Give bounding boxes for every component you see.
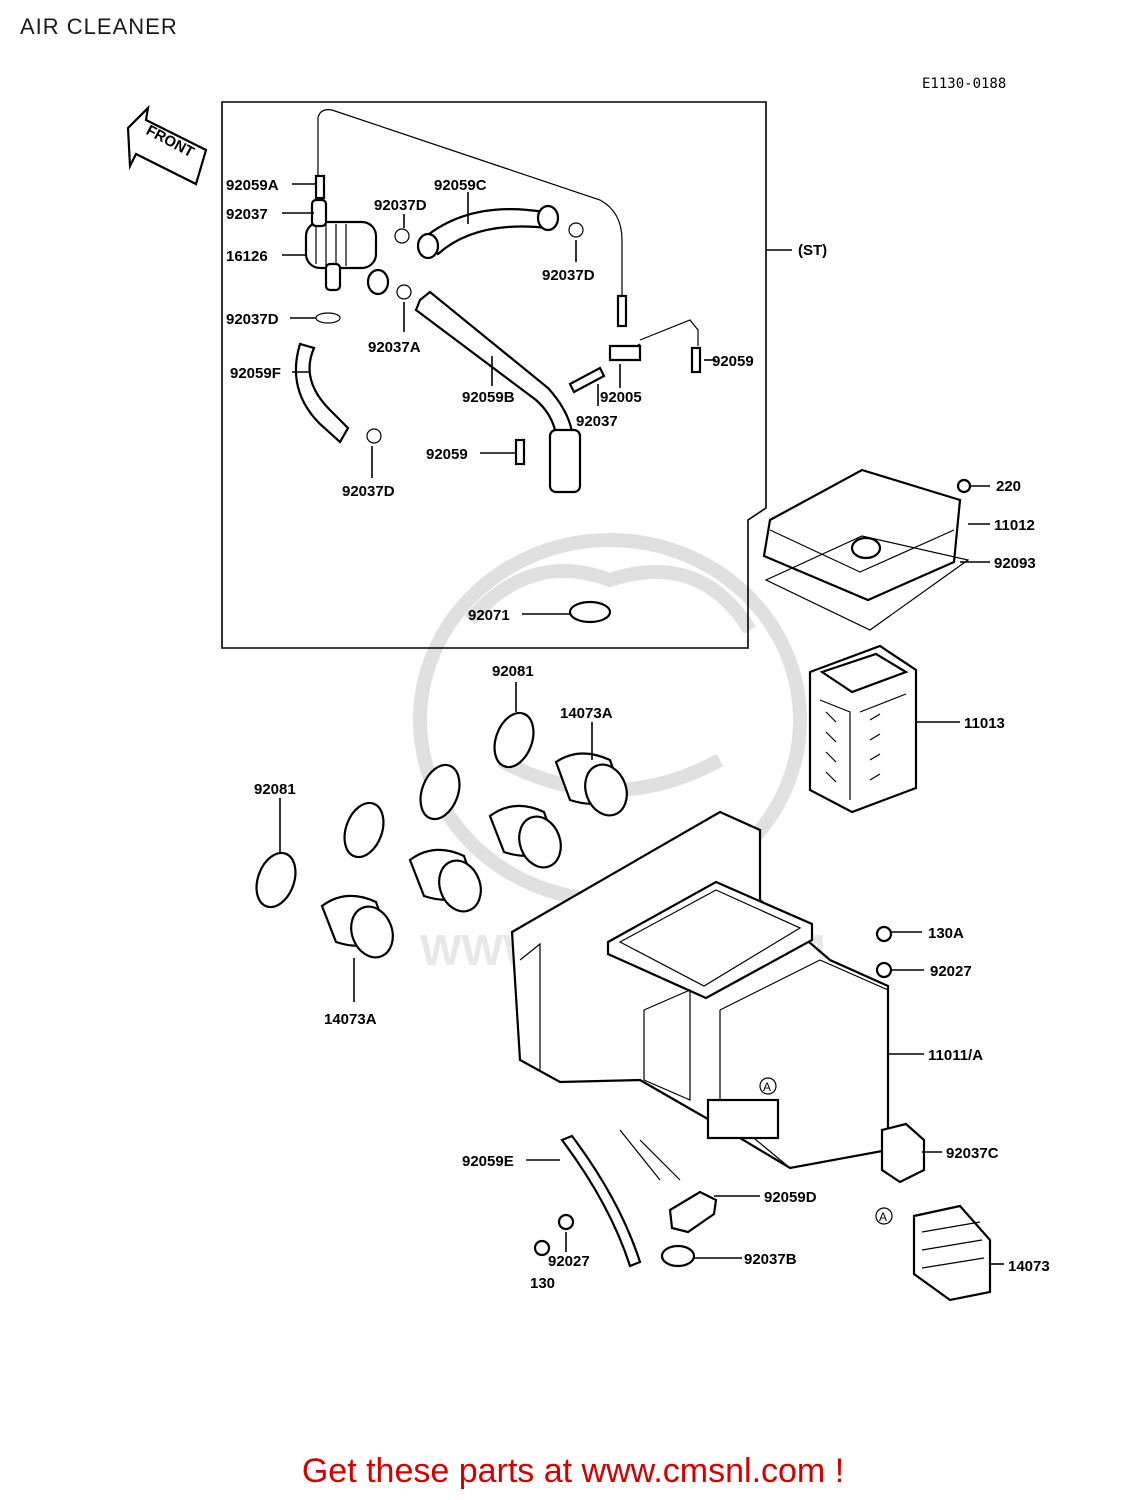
label-14073: 14073 xyxy=(1008,1258,1050,1275)
ring-92081-3 xyxy=(343,801,385,859)
label-11012: 11012 xyxy=(994,517,1035,534)
clip-92037D-top xyxy=(394,228,410,244)
valve-16126 xyxy=(304,198,390,296)
label-11013: 11013 xyxy=(964,715,1005,732)
label-92037B: 92037B xyxy=(744,1251,797,1268)
boot-14073A-3 xyxy=(408,848,482,913)
label-92037-mid: 92037 xyxy=(576,413,618,430)
hose-92059C xyxy=(422,208,550,256)
clip-92037D-bottom xyxy=(366,428,382,444)
footer-link[interactable]: Get these parts at www.cmsnl.com ! xyxy=(301,1452,845,1490)
label-92059-mid: 92059 xyxy=(426,446,468,463)
marker-a-2 xyxy=(875,1207,893,1225)
washer-92027-bottom xyxy=(557,1213,575,1231)
boot-14073A-1 xyxy=(554,752,628,817)
label-92027-bottom: 92027 xyxy=(548,1253,590,1270)
label-92037: 92037 xyxy=(226,206,268,223)
label-92037D-bottom: 92037D xyxy=(342,483,395,500)
marker-a-1 xyxy=(759,1077,777,1095)
grommet-92071 xyxy=(568,600,612,624)
hose-92059A xyxy=(314,174,326,200)
label-92037A: 92037A xyxy=(368,339,421,356)
label-92059F: 92059F xyxy=(230,365,281,382)
clip-92037A xyxy=(396,284,412,300)
marker-a-2-text: A xyxy=(879,1210,887,1224)
part-labels: 92059A 92037 16126 92037D 92059F 92037D … xyxy=(226,177,1050,1292)
label-92005: 92005 xyxy=(600,389,642,406)
boot-14073A-2 xyxy=(488,804,562,869)
clamp-92037C xyxy=(880,1122,926,1184)
joint-92005 xyxy=(608,344,642,362)
hose-92059-upper xyxy=(616,294,628,328)
hose-92059-right xyxy=(690,346,702,374)
clip-92037D-right xyxy=(568,222,584,238)
label-92059-right: 92059 xyxy=(712,353,754,370)
clip-92037D-left xyxy=(315,312,341,324)
label-92037D-top: 92037D xyxy=(374,197,427,214)
label-16126: 16126 xyxy=(226,248,268,265)
label-92059C: 92059C xyxy=(434,177,487,194)
bolt-130 xyxy=(533,1239,551,1257)
st-group-frame xyxy=(221,101,767,649)
breather-tube xyxy=(317,109,623,296)
label-14073A-top: 14073A xyxy=(560,705,613,722)
washer-92027-right xyxy=(875,961,893,979)
marker-a-1-text: A xyxy=(763,1080,771,1094)
boot-14073A-4 xyxy=(320,894,394,959)
drain-hose-92059E xyxy=(560,1134,642,1268)
cover-11012 xyxy=(762,468,962,602)
housing-tab xyxy=(706,1098,780,1140)
front-arrow-icon: FRONT xyxy=(126,104,208,186)
boot-14073 xyxy=(912,1204,992,1302)
hose-end-92059B xyxy=(548,428,582,494)
gasket-92093 xyxy=(764,535,970,631)
label-92093: 92093 xyxy=(994,555,1036,572)
screw-220 xyxy=(956,478,972,494)
label-92081-top: 92081 xyxy=(492,663,534,680)
label-92027-right: 92027 xyxy=(930,963,972,980)
hose-92059-lower xyxy=(514,438,526,466)
label-92071: 92071 xyxy=(468,607,510,624)
label-92059A: 92059A xyxy=(226,177,279,194)
label-92081-left: 92081 xyxy=(254,781,296,798)
ring-92081-1 xyxy=(493,711,535,769)
label-14073A-bottom: 14073A xyxy=(324,1011,377,1028)
label-130: 130 xyxy=(530,1275,555,1292)
label-220: 220 xyxy=(996,478,1021,495)
clamp-92037B xyxy=(660,1244,696,1268)
label-92059E: 92059E xyxy=(462,1153,514,1170)
bolt-130A xyxy=(875,925,893,943)
label-92059B: 92059B xyxy=(462,389,515,406)
leader-lines xyxy=(279,183,1004,1265)
label-130A: 130A xyxy=(928,925,964,942)
label-11011A: 11011/A xyxy=(928,1047,983,1064)
hose-92037-mid xyxy=(568,366,606,394)
label-92037D-right: 92037D xyxy=(542,267,595,284)
leader-dash xyxy=(619,1129,681,1181)
label-92037D-left: 92037D xyxy=(226,311,279,328)
ring-92081-4 xyxy=(255,851,297,909)
page-title: AIR CLEANER xyxy=(20,14,178,39)
housing-11011A xyxy=(510,810,890,1170)
st-label: (ST) xyxy=(798,242,827,259)
drain-92059D xyxy=(668,1190,718,1234)
ring-92081-2 xyxy=(419,763,461,821)
diagram-code: E1130-0188 xyxy=(922,76,1007,92)
label-92037C: 92037C xyxy=(946,1145,999,1162)
filter-element-11013 xyxy=(808,644,918,814)
hose-92059F xyxy=(294,342,350,444)
label-92059D: 92059D xyxy=(764,1189,817,1206)
hose-92059B xyxy=(414,290,574,436)
